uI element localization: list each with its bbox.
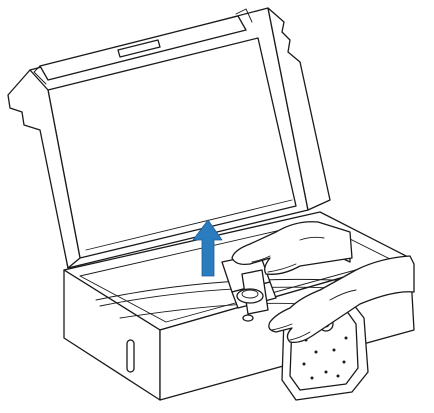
illustration-canvas [0,0,434,413]
unboxing-illustration [0,0,434,413]
